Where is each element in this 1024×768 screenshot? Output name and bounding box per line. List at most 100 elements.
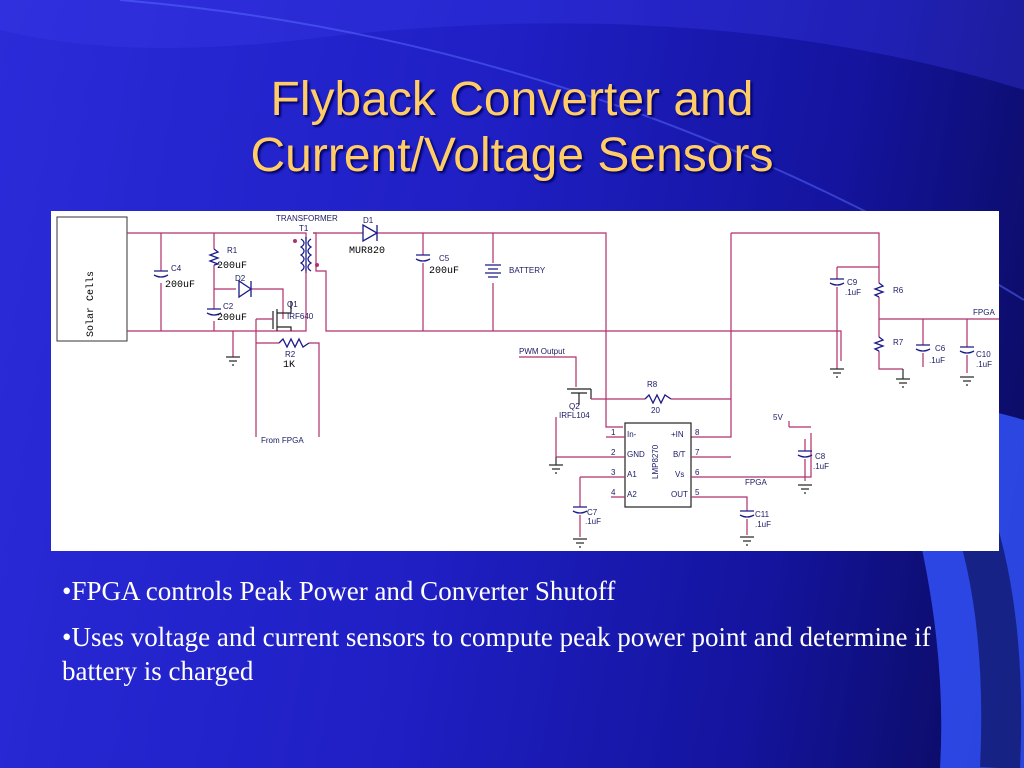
ground-symbol-c8 xyxy=(798,484,812,494)
fpga-mid-label: FPGA xyxy=(745,478,767,487)
c7-value: .1uF xyxy=(585,517,601,526)
solar-cells-box xyxy=(56,216,128,342)
c9-wire xyxy=(836,266,879,369)
ic-pin-gnd: GND xyxy=(627,450,645,459)
c7-capacitor-symbol xyxy=(572,506,588,514)
c9-label: C9 xyxy=(847,278,858,287)
c5-value: 200uF xyxy=(429,266,459,277)
c5-capacitor-symbol xyxy=(415,254,431,262)
ic-lmp8270-body xyxy=(624,422,692,508)
ground-symbol-r7 xyxy=(896,369,910,388)
slide-title-line-2: Current/Voltage Sensors xyxy=(250,129,774,182)
r1-c2-wire xyxy=(213,233,236,331)
c6-value: .1uF xyxy=(929,356,945,365)
battery-symbol xyxy=(485,264,501,278)
q1-mosfet-symbol xyxy=(272,301,292,331)
fpga-top-label: FPGA xyxy=(973,308,995,317)
d1-wire xyxy=(313,232,623,428)
ground-symbol-1 xyxy=(226,356,240,366)
transformer-dot-primary xyxy=(293,239,297,243)
r8-value: 20 xyxy=(651,406,660,415)
c11-capacitor-symbol xyxy=(739,510,755,518)
c4-value: 200uF xyxy=(165,280,195,291)
d1-diode-symbol xyxy=(362,223,379,243)
c10-capacitor-symbol xyxy=(959,346,975,354)
r2-value: 1K xyxy=(283,360,295,371)
c5-battery-wire xyxy=(422,233,494,331)
ic-pin-3: 3 xyxy=(611,468,616,477)
from-fpga-label: From FPGA xyxy=(261,436,304,445)
r1-resistor-symbol xyxy=(208,248,221,266)
c4-label: C4 xyxy=(171,264,182,273)
c5-label: C5 xyxy=(439,254,450,263)
bottom-rail-wire xyxy=(127,323,307,332)
c2-value: 200uF xyxy=(217,313,247,324)
five-v-label: 5V xyxy=(773,413,783,422)
r6-resistor-symbol xyxy=(873,282,885,298)
q1-label: Q1 xyxy=(287,300,298,309)
r7-resistor-symbol xyxy=(873,336,885,352)
r6-label: R6 xyxy=(893,286,904,295)
ic-pin-2: 2 xyxy=(611,448,616,457)
c10-value: .1uF xyxy=(976,360,992,369)
t1-label: T1 xyxy=(299,224,309,233)
ic-pin-wires xyxy=(556,426,812,537)
slide-title: Flyback Converter and Current/Voltage Se… xyxy=(0,72,1024,184)
transformer-label: TRANSFORMER xyxy=(276,214,338,223)
c4-capacitor-symbol xyxy=(153,270,169,278)
r6-node-wire xyxy=(879,318,999,367)
ic-pin-8: 8 xyxy=(695,428,700,437)
ic-pin-out: OUT xyxy=(671,490,688,499)
pwm-wire xyxy=(519,356,577,387)
c2-label: C2 xyxy=(223,302,234,311)
ic-part-label: LMP8270 xyxy=(651,444,660,479)
c2-capacitor-symbol xyxy=(206,308,222,316)
schematic-diagram: Solar Cells C4 200uF R1 200uF C2 200uF D… xyxy=(51,211,999,551)
d1-label: D1 xyxy=(363,216,374,225)
ground-symbol-c9 xyxy=(830,368,844,378)
ic-pin-5: 5 xyxy=(695,488,700,497)
ground-symbol-c11 xyxy=(740,536,754,546)
transformer-secondary-coil xyxy=(305,237,313,273)
schematic-svg: Solar Cells C4 200uF R1 200uF C2 200uF D… xyxy=(56,214,999,548)
c11-label: C11 xyxy=(755,510,770,519)
ic-pin-a2: A2 xyxy=(627,490,637,499)
ic-pin-a1: A1 xyxy=(627,470,637,479)
ground-symbol-q2 xyxy=(549,457,563,474)
c6-label: C6 xyxy=(935,344,946,353)
ic-pin-1: 1 xyxy=(611,428,616,437)
r1-label: R1 xyxy=(227,246,238,255)
c9-capacitor-symbol xyxy=(829,278,845,286)
ic-pin-bt: B/T xyxy=(673,450,686,459)
top-rail-wire xyxy=(127,232,307,239)
ic-pin-6: 6 xyxy=(695,468,700,477)
r2-label: R2 xyxy=(285,350,296,359)
ic-pin-vs: Vs xyxy=(675,470,684,479)
c8-label: C8 xyxy=(815,452,826,461)
ground-wire-1 xyxy=(232,331,234,357)
slide-title-line-1: Flyback Converter and xyxy=(270,73,754,126)
c6-capacitor-symbol xyxy=(915,344,931,352)
bullet-list: •FPGA controls Peak Power and Converter … xyxy=(62,574,1002,700)
r7-label: R7 xyxy=(893,338,904,347)
d2-label: D2 xyxy=(235,274,246,283)
r8-label: R8 xyxy=(647,380,658,389)
q2-part: IRFL104 xyxy=(559,411,590,420)
solar-cells-label: Solar Cells xyxy=(85,271,97,337)
r8-resistor-symbol xyxy=(644,393,672,405)
d2-diode-symbol xyxy=(238,279,253,299)
battery-label: BATTERY xyxy=(509,266,546,275)
ic-pin-plus-in: +IN xyxy=(671,430,684,439)
q2-label: Q2 xyxy=(569,402,580,411)
ic-pin-7: 7 xyxy=(695,448,700,457)
c8-capacitor-symbol xyxy=(797,450,813,458)
pwm-label: PWM Output xyxy=(519,347,566,356)
ic-pin-4: 4 xyxy=(611,488,616,497)
r1-value: 200uF xyxy=(217,261,247,272)
transformer-primary-coil xyxy=(299,238,305,272)
bullet-item-2: •Uses voltage and current sensors to com… xyxy=(62,622,931,686)
d2-wire xyxy=(251,288,284,319)
c10-label: C10 xyxy=(976,350,991,359)
q2-mosfet-symbol xyxy=(567,388,592,405)
q1-part: IRF640 xyxy=(287,312,314,321)
